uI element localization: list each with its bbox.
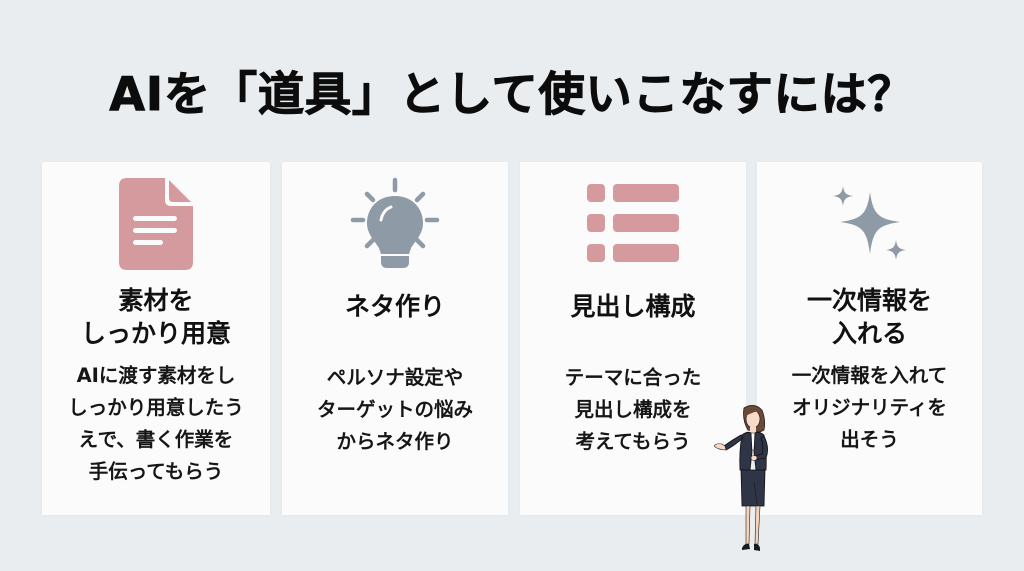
card-body: AIに渡す素材をし しっかり用意したう えで、書く作業を 手伝ってもらう bbox=[68, 364, 244, 483]
list-icon bbox=[520, 174, 746, 274]
card-prepare-materials: 素材を しっかり用意 AIに渡す素材をし しっかり用意したう えで、書く作業を … bbox=[42, 162, 270, 515]
card-heading: 一次情報を 入れる bbox=[806, 286, 932, 348]
card-body: 一次情報を入れて オリジナリティを 出そう bbox=[791, 364, 948, 451]
card-heading: 素材を しっかり用意 bbox=[80, 286, 231, 348]
card-primary-info: 一次情報を 入れる 一次情報を入れて オリジナリティを 出そう bbox=[757, 162, 982, 515]
businesswoman-illustration bbox=[713, 402, 786, 554]
card-heading: 見出し構成 bbox=[570, 292, 696, 321]
lightbulb-icon bbox=[282, 174, 508, 274]
card-topic-ideas: ネタ作り ペルソナ設定や ターゲットの悩み からネタ作り bbox=[282, 162, 508, 515]
sparkle-icon bbox=[757, 174, 982, 274]
card-body: ペルソナ設定や ターゲットの悩み からネタ作り bbox=[316, 366, 473, 453]
page-title: AIを「道具」として使いこなすには？ bbox=[109, 67, 915, 122]
card-body: テーマに合った 見出し構成を 考えてもらう bbox=[564, 366, 702, 453]
document-icon bbox=[42, 174, 270, 274]
card-heading: ネタ作り bbox=[344, 292, 445, 321]
card-heading-structure: 見出し構成 テーマに合った 見出し構成を 考えてもらう bbox=[520, 162, 746, 515]
